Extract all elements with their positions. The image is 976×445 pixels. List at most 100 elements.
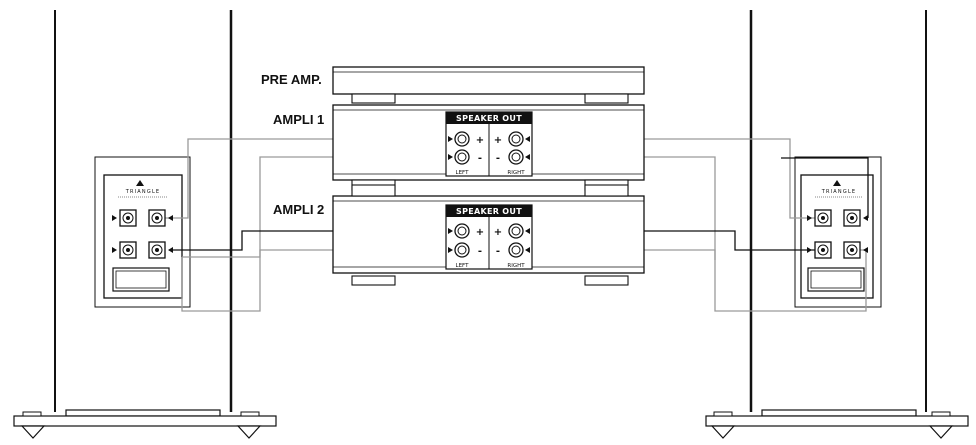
ampli-2-foot-right [584,275,629,286]
binding-post-core [457,226,467,236]
ampli-2-left-plus-sign: + [476,227,484,238]
left-spike-cap-left [22,411,42,417]
right-speaker: TRIANGLE [705,10,969,439]
terminal-center [850,216,854,220]
terminal-center [155,216,159,220]
pre-amp: PRE AMP. [261,66,645,104]
terminal-center [126,216,130,220]
pre-amp-label: PRE AMP. [261,72,322,87]
left-spike-cap-right [240,411,260,417]
ampli-2: AMPLI 2 SPEAKER OUT + - + - LEFT RIGHT [273,184,645,286]
ampli-2-foot-left [351,275,396,286]
binding-post-a1-left-minus [454,149,470,165]
left-speaker-plinth-top [65,409,221,417]
terminal-center [850,248,854,252]
arrowhead-icon [807,215,812,221]
pre-amp-body [332,66,645,95]
binding-post-a1-right-minus [508,149,524,165]
ampli-2-label: AMPLI 2 [273,202,324,217]
right-spike-cap-right [931,411,951,417]
pre-amp-foot-right [584,93,629,104]
arrowhead-icon [448,136,453,142]
binding-post-core [457,152,467,162]
ampli-2-speaker-out-badge [446,205,532,217]
right-speaker-spike-left [710,425,736,439]
right-speaker-plinth-top [761,409,917,417]
binding-post-a2-right-plus [508,223,524,239]
binding-post-core [457,245,467,255]
arrowhead-icon [863,215,868,221]
terminal-center [821,248,825,252]
cable-a2-left-minus-return [181,249,462,312]
cable-right-top-return [781,157,869,218]
binding-post-a2-right-minus [508,242,524,258]
arrowhead-icon [168,247,173,253]
left-speaker-brand: TRIANGLE [125,189,161,195]
right-speaker-spike-right [928,425,954,439]
arrows [112,136,868,253]
arrowhead-icon [168,215,173,221]
terminal-center [821,216,825,220]
ampli-1-left-minus-sign: - [478,153,482,164]
ampli-1-right-plus-sign: + [494,135,502,146]
ampli-2-right-label: RIGHT [507,263,525,269]
pre-amp-foot-left [351,93,396,104]
arrowhead-icon [525,247,530,253]
ampli-2-left-minus-sign: - [478,246,482,257]
speaker-terminal-left-top-2 [148,209,166,227]
right-triangle-logo-icon [833,180,841,186]
arrowhead-icon [863,247,868,253]
binding-post-a1-left-plus [454,131,470,147]
left-triangle-logo-icon [136,180,144,186]
right-speaker-base [705,415,969,427]
terminal-center [126,248,130,252]
right-speaker-brand: TRIANGLE [821,189,857,195]
arrowhead-icon [112,215,117,221]
ampli-1-right-label: RIGHT [507,170,525,176]
ampli-1: AMPLI 1 SPEAKER OUT + - + - LEFT RIGHT [273,104,645,191]
ampli-1-right-minus-sign: - [496,153,500,164]
arrowhead-icon [525,136,530,142]
arrowhead-icon [448,228,453,234]
left-speaker-spike-left [20,425,46,439]
ampli-1-left-plus-sign: + [476,135,484,146]
ampli-2-top-foot-left [351,184,396,197]
ampli-2-top-foot-right [584,184,629,197]
binding-post-core [457,134,467,144]
arrowhead-icon [112,247,117,253]
right-spike-cap-left [713,411,733,417]
speaker-terminal-left-bot-1 [119,241,137,259]
left-speaker-base [13,415,277,427]
speaker-terminal-right-bot-2 [843,241,861,259]
speaker-terminal-left-bot-2 [148,241,166,259]
ampli-1-left-label: LEFT [456,170,470,176]
ampli-1-speaker-out-badge [446,112,532,124]
right-speaker-label-inner [810,270,862,289]
left-speaker-label-inner [115,270,167,289]
binding-post-core [511,134,521,144]
binding-post-a2-left-plus [454,223,470,239]
ampli-2-left-label: LEFT [456,263,470,269]
cable-a1-right-plus [516,138,818,219]
speaker-terminal-right-top-1 [814,209,832,227]
speaker-terminal-right-bot-1 [814,241,832,259]
ampli-2-right-plus-sign: + [494,227,502,238]
terminals [119,131,861,259]
arrowhead-icon [807,247,812,253]
ampli-1-label: AMPLI 1 [273,112,324,127]
binding-post-core [511,152,521,162]
arrowhead-icon [448,247,453,253]
binding-post-a1-right-plus [508,131,524,147]
speaker-terminal-right-top-2 [843,209,861,227]
left-speaker: TRIANGLE [13,10,277,439]
speaker-terminal-left-top-1 [119,209,137,227]
arrowhead-icon [525,228,530,234]
ampli-2-speaker-out-title: SPEAKER OUT [456,207,522,216]
binding-post-core [511,245,521,255]
ampli-2-right-minus-sign: - [496,246,500,257]
binding-post-core [511,226,521,236]
terminal-center [155,248,159,252]
ampli-1-speaker-out-title: SPEAKER OUT [456,114,522,123]
